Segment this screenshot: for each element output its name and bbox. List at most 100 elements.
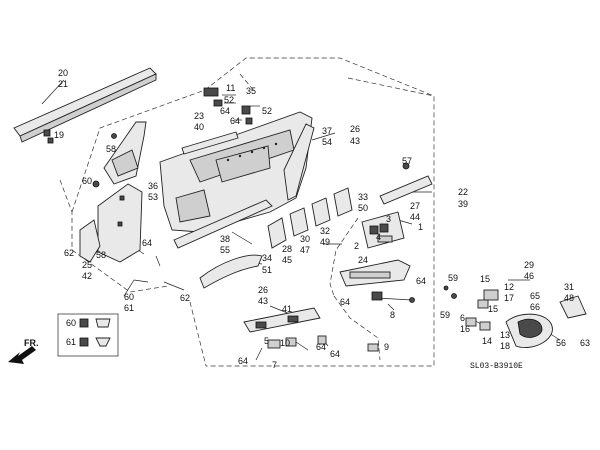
callout: 63	[580, 338, 590, 348]
callout: 54	[322, 137, 332, 147]
door-pull-pocket	[92, 121, 147, 188]
callout: 64	[230, 116, 240, 126]
callout: 64	[340, 297, 350, 307]
callout: 38	[220, 234, 230, 244]
callout: 28	[282, 244, 292, 254]
lock-parts-right	[443, 285, 499, 331]
diagram-ref-code: SL03-B3910E	[470, 362, 523, 371]
callout: 64	[142, 238, 152, 248]
callout: 39	[458, 199, 468, 209]
callout: 34	[262, 253, 272, 263]
callout: 40	[194, 122, 204, 132]
callout: 31	[564, 282, 574, 292]
callout: 20	[58, 68, 68, 78]
switch-covers	[267, 187, 353, 249]
callout: 59	[448, 273, 458, 283]
callout: 14	[482, 336, 492, 346]
callout: 8	[390, 310, 395, 320]
callout: 59	[440, 310, 450, 320]
callout: 56	[556, 338, 566, 348]
callout: 6	[460, 313, 465, 323]
callout: 58	[96, 250, 106, 260]
lower-pocket	[199, 254, 263, 289]
callout: 45	[282, 255, 292, 265]
callout: 49	[320, 237, 330, 247]
callout: 57	[402, 156, 412, 166]
front-label: FR.	[24, 338, 39, 348]
callout: 64	[238, 356, 248, 366]
callout: 32	[320, 226, 330, 236]
callout: 52	[262, 106, 272, 116]
callout: 29	[524, 260, 534, 270]
callout: 47	[300, 245, 310, 255]
callout: 11	[226, 83, 235, 93]
upper-ornament	[181, 87, 253, 155]
callout: 19	[54, 130, 64, 140]
callout: 16	[460, 324, 470, 334]
speaker-trim	[97, 183, 143, 263]
callout: 25	[82, 260, 92, 270]
callout: 52	[224, 95, 234, 105]
callout: 65	[530, 291, 540, 301]
callout: 60	[124, 292, 134, 302]
callout: 36	[148, 181, 158, 191]
callout: 15	[488, 304, 498, 314]
callout: 51	[262, 265, 272, 275]
callout: 46	[524, 271, 534, 281]
callout: 62	[180, 293, 190, 303]
callout: 30	[300, 234, 310, 244]
callout: 43	[258, 296, 268, 306]
callout: 4	[376, 232, 381, 242]
linkage-rod	[371, 291, 415, 303]
callout: 55	[220, 245, 230, 255]
switch-panel	[243, 307, 379, 352]
small-trim-25	[79, 219, 101, 263]
callout: 64	[316, 342, 326, 352]
callout: 35	[246, 86, 256, 96]
group-outlines	[59, 57, 435, 367]
callout: 18	[500, 341, 510, 351]
callout: 33	[358, 192, 368, 202]
door-panel	[159, 111, 315, 233]
lock-knob	[559, 295, 587, 319]
callout: 2	[354, 241, 359, 251]
inside-handle	[505, 313, 553, 348]
callout: 42	[82, 271, 92, 281]
callout: 15	[480, 274, 490, 284]
armrest-strip	[173, 199, 273, 249]
callout: 41	[282, 304, 292, 314]
callout: 22	[458, 187, 468, 197]
callout: 48	[564, 293, 574, 303]
armrest-24	[339, 259, 411, 287]
callout: 13	[500, 330, 510, 340]
callout: 61	[66, 337, 76, 347]
callout: 3	[386, 214, 391, 224]
callout: 1	[418, 222, 423, 232]
front-arrow-icon	[8, 346, 36, 364]
callout: 9	[384, 342, 389, 352]
callout: 12	[504, 282, 514, 292]
callout: 43	[350, 136, 360, 146]
callout: 64	[220, 106, 230, 116]
callout: 37	[322, 126, 332, 136]
power-window-switch	[361, 211, 405, 249]
callout: 24	[358, 255, 368, 265]
weatherstrip-part	[13, 67, 157, 144]
callout: 61	[124, 303, 134, 313]
callout: 66	[530, 302, 540, 312]
callout: 64	[330, 349, 340, 359]
clip-legend	[57, 313, 119, 357]
trim-strip	[379, 162, 433, 205]
callout: 44	[410, 212, 420, 222]
callout: 17	[504, 293, 514, 303]
callout: 60	[82, 176, 92, 186]
callout: 62	[64, 248, 74, 258]
callout: 60	[66, 318, 76, 328]
callout: 7	[272, 360, 277, 370]
callout: 10	[280, 338, 290, 348]
callout: 64	[416, 276, 426, 286]
callout: 5	[264, 336, 269, 346]
callout: 23	[194, 111, 204, 121]
callouts: 20 21 19 11 52 64 35 52 64 23 40 58 37 5…	[54, 68, 590, 370]
